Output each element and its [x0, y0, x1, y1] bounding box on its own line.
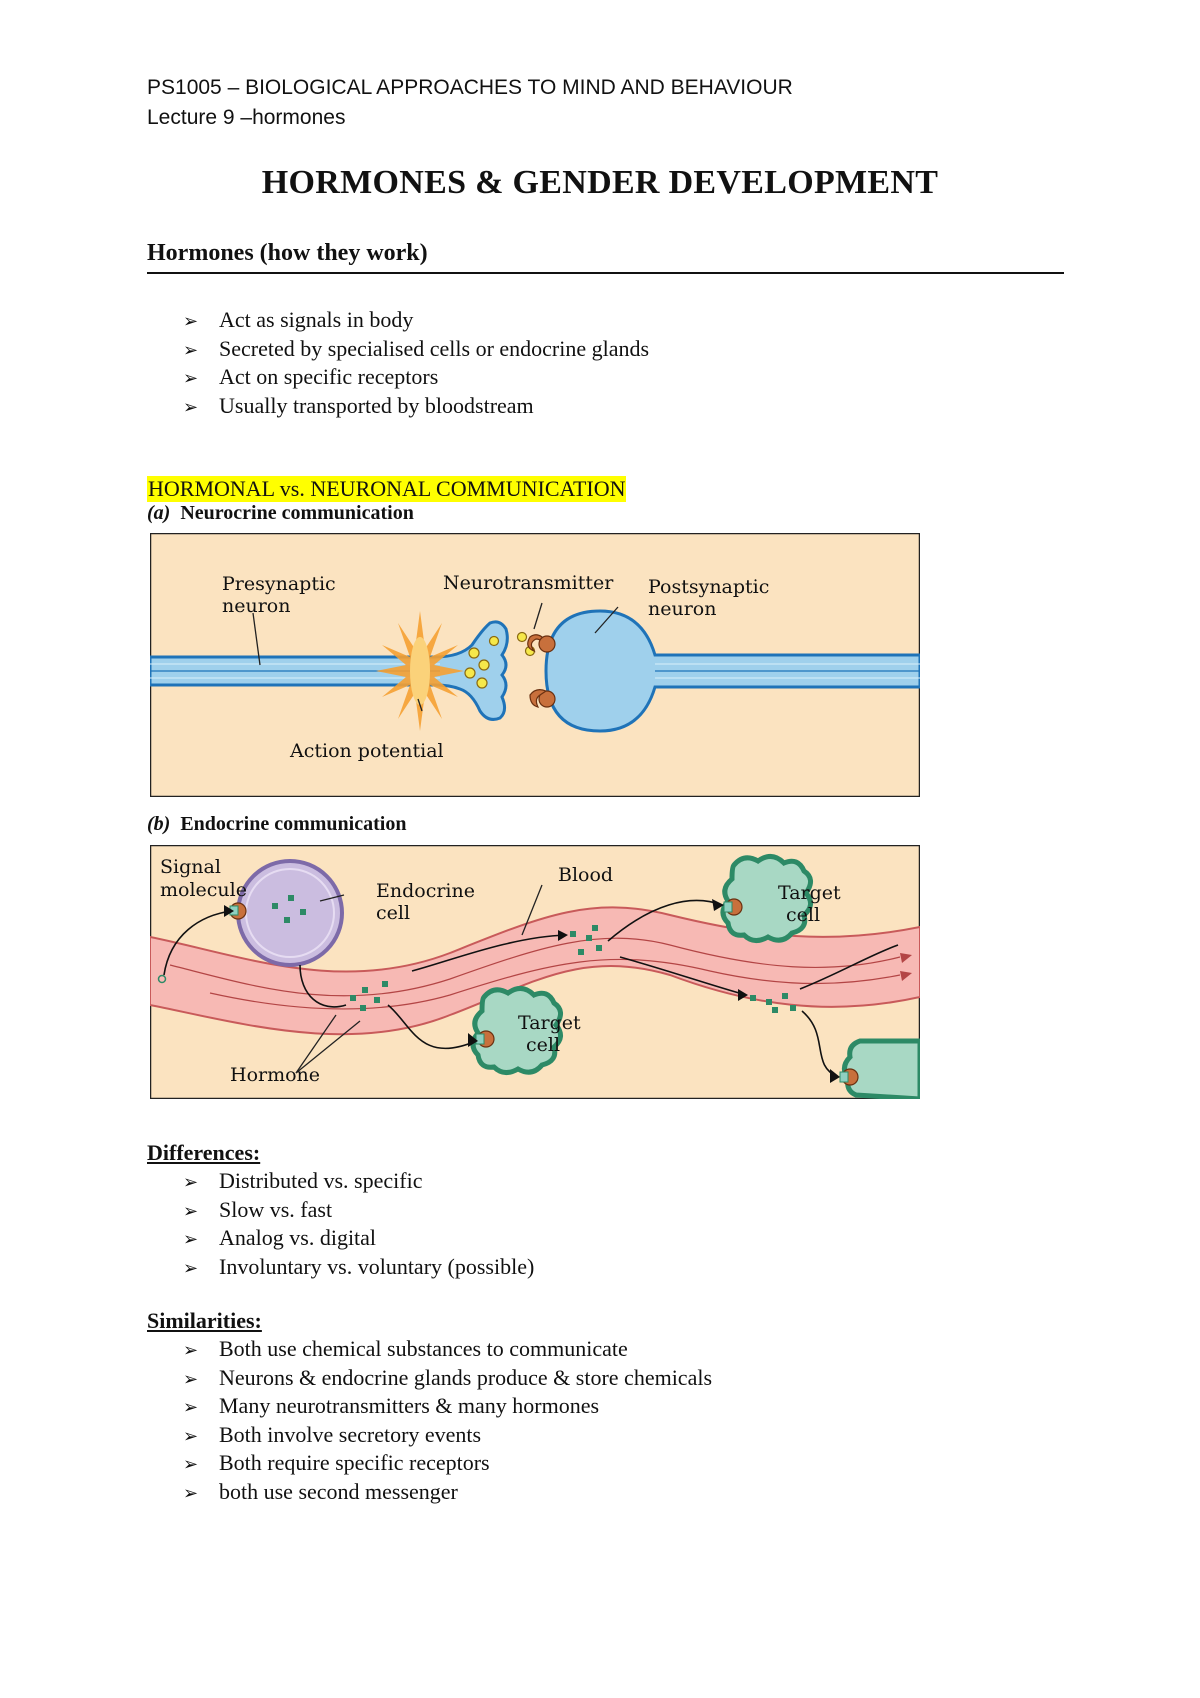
presynaptic-label: Presynaptic [222, 573, 336, 595]
list-item: ➢Act on specific receptors [183, 363, 649, 392]
arrow-bullet-icon: ➢ [183, 339, 199, 361]
target-cell-label: Target [778, 882, 841, 904]
blood-label: Blood [558, 864, 613, 886]
arrow-bullet-icon: ➢ [183, 368, 199, 389]
section-heading-hormones: Hormones (how they work) [147, 240, 428, 266]
course-header: PS1005 – BIOLOGICAL APPROACHES TO MIND A… [147, 76, 793, 99]
arrow-bullet-icon: ➢ [183, 1397, 199, 1418]
postsynaptic-label-2: neuron [648, 598, 716, 620]
arrow-bullet-icon: ➢ [183, 1454, 199, 1475]
signal-molecule-label-2: molecule [160, 879, 247, 901]
arrow-bullet-icon: ➢ [183, 1368, 199, 1390]
figure-a-caption: (a) Neurocrine communication [147, 502, 414, 524]
arrow-bullet-icon: ➢ [183, 311, 199, 332]
label-pointers [295, 884, 543, 1074]
list-item: ➢Slow vs. fast [183, 1196, 534, 1225]
neurocrine-diagram: Presynaptic neuron Neurotransmitter Post… [150, 533, 920, 797]
differences-heading: Differences: [147, 1140, 261, 1165]
target-cell-middle [470, 986, 563, 1075]
similarities-heading: Similarities: [147, 1308, 262, 1333]
differences-bullet-list: ➢Distributed vs. specific ➢Slow vs. fast… [183, 1167, 534, 1281]
target-cell-label: Target [518, 1012, 581, 1034]
list-item: ➢Both require specific receptors [183, 1449, 712, 1478]
list-item: ➢Secreted by specialised cells or endocr… [183, 335, 649, 364]
target-cell-label-2: cell [526, 1034, 560, 1056]
endocrine-diagram: Signal molecule Endocrine cell Blood Tar… [150, 845, 920, 1099]
action-potential-label: Action potential [289, 740, 444, 762]
arrowheads [224, 899, 840, 1083]
page-title: HORMONES & GENDER DEVELOPMENT [261, 164, 939, 201]
endocrine-cell-label-2: cell [376, 902, 410, 924]
heading-underline [147, 272, 1064, 274]
arrow-bullet-icon: ➢ [183, 1340, 199, 1361]
receptor-icon [527, 634, 556, 708]
signal-molecule-label: Signal [160, 856, 221, 878]
arrow-bullet-icon: ➢ [183, 1200, 199, 1222]
arrow-bullet-icon: ➢ [183, 1425, 199, 1447]
similarities-bullet-list: ➢Both use chemical substances to communi… [183, 1335, 712, 1506]
lecture-header: Lecture 9 –hormones [147, 106, 346, 129]
arrow-bullet-icon: ➢ [183, 1482, 199, 1504]
flow-arrows [163, 899, 899, 1078]
arrow-bullet-icon: ➢ [183, 1172, 199, 1193]
list-item: ➢Act as signals in body [183, 306, 649, 335]
figure-b-caption: (b) Endocrine communication [147, 813, 407, 835]
target-cell-label-2: cell [786, 904, 820, 926]
target-cell-top [720, 854, 813, 943]
list-item: ➢Both use chemical substances to communi… [183, 1335, 712, 1364]
endocrine-cell-label: Endocrine [376, 880, 475, 902]
arrow-bullet-icon: ➢ [183, 1229, 199, 1250]
list-item: ➢Usually transported by bloodstream [183, 392, 649, 421]
arrow-bullet-icon: ➢ [183, 1257, 199, 1279]
hormone-label: Hormone [230, 1064, 320, 1086]
hormones-bullet-list: ➢Act as signals in body ➢Secreted by spe… [183, 306, 649, 420]
postsynaptic-neuron [544, 609, 920, 733]
target-cell-bottom-right [839, 1038, 920, 1099]
action-potential-spark [376, 611, 464, 731]
list-item: ➢Involuntary vs. voluntary (possible) [183, 1253, 534, 1282]
arrow-bullet-icon: ➢ [183, 396, 199, 418]
list-item: ➢Both involve secretory events [183, 1421, 712, 1450]
list-item: ➢Neurons & endocrine glands produce & st… [183, 1364, 712, 1393]
list-item: ➢both use second messenger [183, 1478, 712, 1507]
list-item: ➢Many neurotransmitters & many hormones [183, 1392, 712, 1421]
list-item: ➢Distributed vs. specific [183, 1167, 534, 1196]
hormone-molecules [157, 895, 796, 1013]
neurotransmitter-vesicles [464, 631, 536, 689]
presynaptic-label-2: neuron [222, 595, 290, 617]
neurotransmitter-label: Neurotransmitter [443, 572, 614, 594]
blood-vessel [150, 906, 920, 1036]
postsynaptic-label: Postsynaptic [648, 576, 769, 598]
highlighted-heading: HORMONAL vs. NEURONAL COMMUNICATION [147, 476, 627, 502]
list-item: ➢Analog vs. digital [183, 1224, 534, 1253]
label-pointers [252, 602, 619, 712]
endocrine-cell [229, 859, 344, 967]
